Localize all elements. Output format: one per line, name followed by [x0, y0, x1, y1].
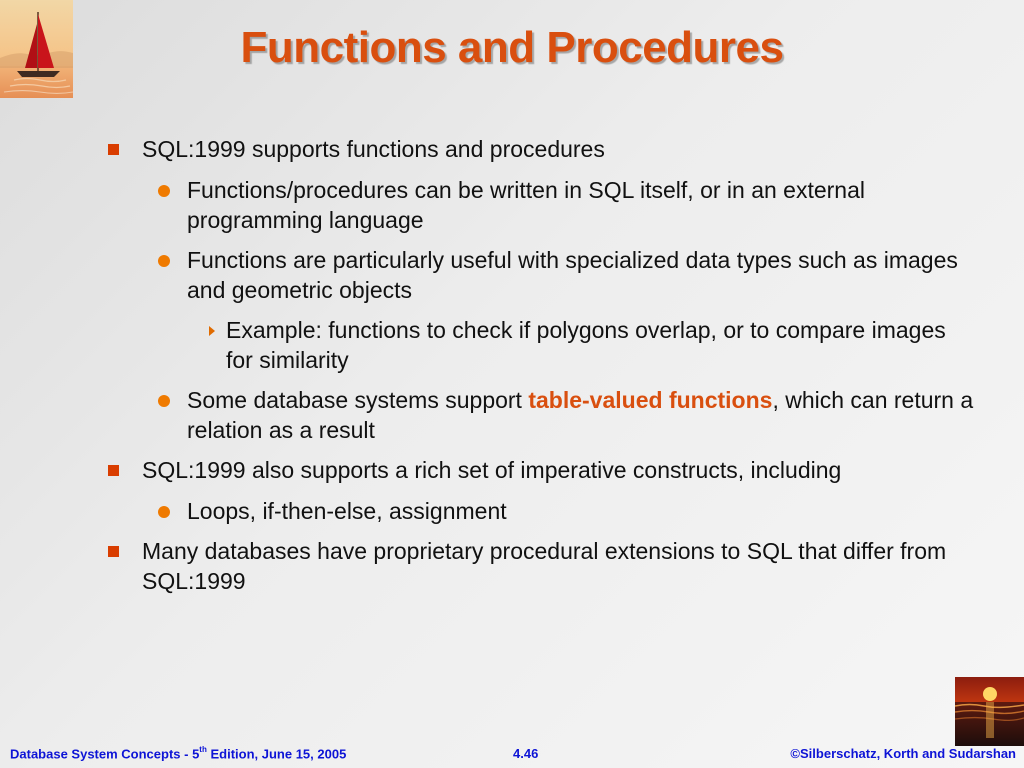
- circle-bullet-icon: [156, 245, 187, 275]
- footer-page-number: 4.46: [513, 746, 539, 761]
- slide-content: SQL:1999 supports functions and procedur…: [104, 134, 974, 607]
- bullet-text: Loops, if-then-else, assignment: [187, 498, 507, 524]
- bullet-text: Example: functions to check if polygons …: [226, 317, 946, 373]
- square-bullet-icon: [104, 536, 142, 566]
- list-item: SQL:1999 supports functions and procedur…: [104, 134, 974, 164]
- bullet-text-before: Some database systems support: [187, 387, 529, 413]
- list-item: Example: functions to check if polygons …: [206, 315, 974, 375]
- sunset-ocean-icon: [955, 677, 1024, 746]
- footer-left-prefix: Database System Concepts - 5: [10, 746, 200, 761]
- circle-bullet-icon: [156, 385, 187, 415]
- sailboat-sunset-image: [0, 0, 73, 98]
- page-title: Functions and Procedures: [240, 23, 784, 72]
- bullet-text: SQL:1999 also supports a rich set of imp…: [142, 457, 842, 483]
- bullet-text-after: , which can return a relation as a resul…: [187, 387, 974, 443]
- triangle-bullet-icon: [206, 315, 226, 345]
- sunset-ocean-image: [955, 677, 1024, 746]
- footer-left-superscript: th: [199, 744, 207, 754]
- bullet-text: Many databases have proprietary procedur…: [142, 538, 947, 594]
- list-item: Functions/procedures can be written in S…: [156, 175, 974, 235]
- footer-copyright: ©Silberschatz, Korth and Sudarshan: [790, 746, 1016, 761]
- list-item: Many databases have proprietary procedur…: [104, 536, 974, 596]
- footer-left-suffix: Edition, June 15, 2005: [206, 746, 347, 761]
- list-item: Functions are particularly useful with s…: [156, 245, 974, 305]
- circle-bullet-icon: [156, 175, 187, 205]
- bullet-text: Functions/procedures can be written in S…: [187, 177, 865, 233]
- list-item: Loops, if-then-else, assignment: [156, 496, 974, 526]
- square-bullet-icon: [104, 455, 142, 485]
- sailboat-sunset-icon: [0, 0, 73, 98]
- bullet-text: Some database systems support table-valu…: [187, 385, 974, 445]
- bullet-text: SQL:1999 supports functions and procedur…: [142, 136, 605, 162]
- square-bullet-icon: [104, 134, 142, 164]
- list-item: Some database systems support table-valu…: [156, 385, 974, 445]
- bullet-text: Functions are particularly useful with s…: [187, 247, 958, 303]
- circle-bullet-icon: [156, 496, 187, 526]
- slide-footer: Database System Concepts - 5th Edition, …: [0, 739, 1024, 768]
- bullet-text-highlight: table-valued functions: [528, 387, 773, 413]
- footer-left-text: Database System Concepts - 5th Edition, …: [10, 744, 347, 761]
- list-item: SQL:1999 also supports a rich set of imp…: [104, 455, 974, 485]
